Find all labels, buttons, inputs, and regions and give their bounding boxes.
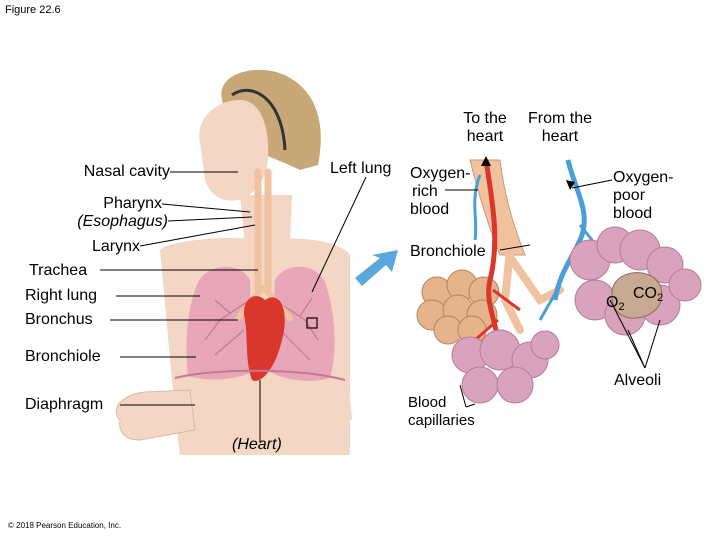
heart-label: (Heart) xyxy=(232,436,282,453)
oxygen-rich-blood-label: Oxygen- rich blood xyxy=(410,165,471,218)
oxygen-poor-blood-label: Oxygen- poor blood xyxy=(613,169,674,222)
bronchus-label: Bronchus xyxy=(25,311,93,328)
magnification-box xyxy=(306,317,318,329)
direction-arrows xyxy=(481,156,575,190)
blood-capillaries-label: Blood capillaries xyxy=(408,394,475,429)
diaphragm-label: Diaphragm xyxy=(25,396,104,413)
pharynx-label: Pharynx xyxy=(103,195,162,212)
person-figure xyxy=(115,69,352,455)
larynx-label: Larynx xyxy=(91,238,140,255)
right-lung-label: Right lung xyxy=(25,287,98,304)
magnify-arrow xyxy=(355,250,398,286)
trachea-label: Trachea xyxy=(29,262,88,279)
lungs xyxy=(174,168,346,381)
bronchiole-label-right: Bronchiole xyxy=(410,243,486,260)
left-lung-label: Left lung xyxy=(330,160,392,177)
figure-caption: Figure 22.6 xyxy=(5,4,61,16)
alveoli-inset xyxy=(416,159,702,404)
oxygen-label: O2 xyxy=(606,294,625,313)
copyright-notice: © 2018 Pearson Education, Inc. xyxy=(8,521,122,530)
alveoli-label: Alveoli xyxy=(614,372,662,389)
carbon-dioxide-label: CO2 xyxy=(633,285,664,304)
leader-lines xyxy=(100,171,661,442)
bronchiole-label-left: Bronchiole xyxy=(25,348,101,365)
nasal-cavity-label: Nasal cavity xyxy=(83,163,170,180)
esophagus-label: (Esophagus) xyxy=(77,213,168,230)
